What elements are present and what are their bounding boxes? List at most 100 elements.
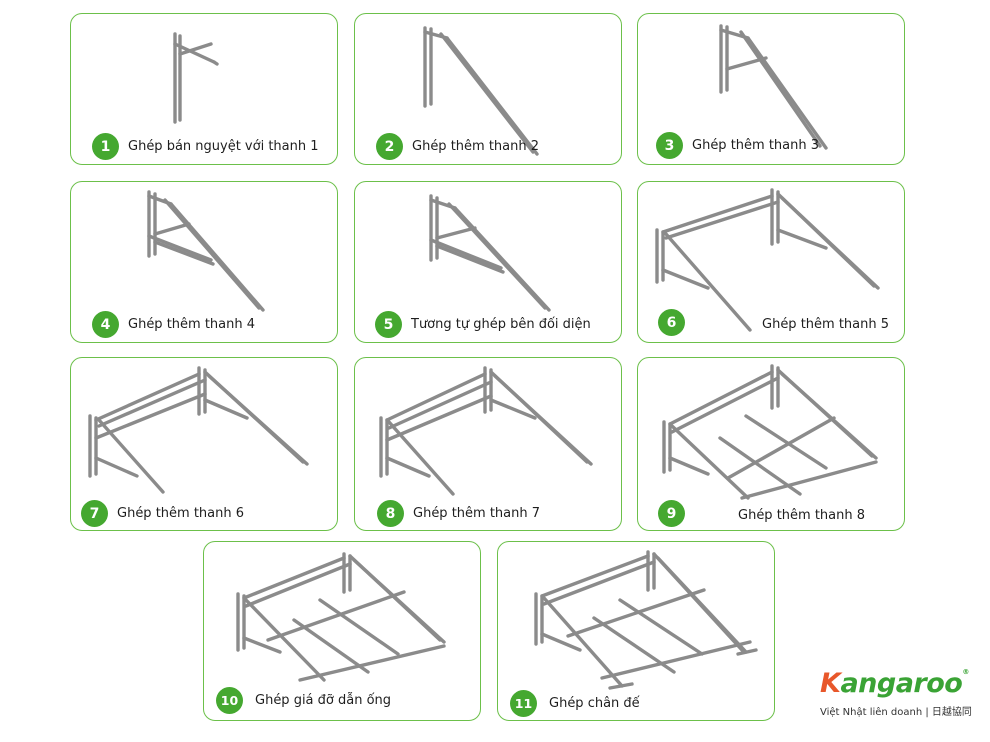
frame-bar [670, 376, 780, 434]
frame-bar [780, 196, 880, 290]
frame-illustration-3 [719, 24, 828, 150]
step-card-1: 1 Ghép bán nguyệt với thanh 1 [70, 13, 338, 165]
step-number-badge: 3 [656, 132, 683, 159]
step-number-badge: 10 [216, 687, 243, 714]
frame-bar [445, 36, 539, 156]
frame-bar [740, 460, 878, 500]
frame-illustration-8 [379, 366, 593, 496]
step-number-badge: 8 [377, 500, 404, 527]
frame-bar [203, 398, 249, 420]
frame-bar [656, 556, 748, 654]
frame-bar [266, 590, 406, 642]
frame-bar [387, 420, 455, 496]
frame-bar [387, 380, 493, 430]
step-card-7: 7 Ghép thêm thanh 6 [70, 357, 338, 531]
step-label-7: 7 Ghép thêm thanh 6 [81, 500, 244, 527]
frame-bar [298, 644, 446, 682]
step-card-3: 3 Ghép thêm thanh 3 [637, 13, 905, 165]
frame-bar [618, 598, 704, 656]
step-number-badge: 5 [375, 311, 402, 338]
frame-bar [540, 632, 582, 652]
frame-bar [435, 226, 477, 240]
step-caption: Ghép thêm thanh 3 [692, 138, 820, 153]
step-caption: Ghép thêm thanh 2 [412, 139, 540, 154]
frame-bar [746, 36, 828, 150]
frame-bar [661, 268, 710, 290]
step-number-badge: 2 [376, 133, 403, 160]
step-badge-6: 6 [658, 309, 685, 336]
step-label-4: 4 Ghép thêm thanh 4 [92, 311, 255, 338]
frame-bar [153, 240, 215, 266]
frame-bar [212, 60, 219, 66]
frame-bar [385, 372, 487, 422]
step-card-11: 11 Ghép chân đế [497, 541, 775, 721]
frame-bar [94, 456, 139, 478]
step-label-2: 2 Ghép thêm thanh 2 [376, 133, 539, 160]
frame-bar [173, 42, 216, 64]
step-card-2: 2 Ghép thêm thanh 2 [354, 13, 622, 165]
frame-bar [608, 682, 634, 690]
frame-illustration-1 [173, 32, 219, 124]
frame-bar [592, 616, 676, 674]
step-caption: Ghép bán nguyệt với thanh 1 [128, 139, 319, 154]
frame-bar [169, 202, 265, 312]
frame-illustration-9 [662, 364, 878, 500]
step-label-11: 11 Ghép chân đế [510, 690, 640, 717]
step-number-badge: 9 [658, 500, 685, 527]
step-card-6: 6 Ghép thêm thanh 5 [637, 181, 905, 343]
step-card-10: 10 Ghép giá đỡ dẫn ống [203, 541, 481, 721]
step-number-badge: 4 [92, 311, 119, 338]
registered-mark: ® [962, 668, 969, 676]
frame-bar [207, 374, 309, 466]
brand-wordmark: Kangaroo® [820, 668, 969, 699]
frame-bar [94, 392, 207, 440]
step-card-8: 8 Ghép thêm thanh 7 [354, 357, 622, 531]
frame-bar [780, 372, 878, 460]
frame-illustration-11 [534, 550, 758, 690]
frame-bar [566, 588, 706, 638]
frame-bar [429, 238, 503, 270]
frame-illustration-10 [236, 552, 446, 682]
step-label-1: 1 Ghép bán nguyệt với thanh 1 [92, 133, 319, 160]
step-label-3: 3 Ghép thêm thanh 3 [656, 132, 819, 159]
step-caption: Ghép thêm thanh 7 [413, 506, 541, 521]
step-caption: Ghép thêm thanh 4 [128, 317, 256, 332]
step-number-badge: 6 [658, 309, 685, 336]
frame-bar [242, 556, 346, 600]
step-caption: Tương tự ghép bên đối diện [411, 317, 591, 332]
frame-bar [292, 618, 370, 674]
frame-illustration-2 [423, 26, 539, 156]
step-number-badge: 11 [510, 690, 537, 717]
step-number-badge: 1 [92, 133, 119, 160]
brand-name-rest: angaroo [840, 668, 963, 699]
frame-bar [178, 42, 213, 56]
step-caption: Ghép thêm thanh 5 [762, 317, 890, 332]
frame-bar [489, 398, 537, 420]
step-caption: Ghép thêm thanh 8 [738, 508, 866, 523]
frame-bar [718, 436, 802, 496]
frame-bar [242, 636, 282, 654]
brand-tagline: Việt Nhật liên doanh | 日越協同 [820, 707, 972, 718]
frame-bar [664, 200, 780, 240]
frame-bar [670, 424, 750, 500]
frame-bar [725, 56, 768, 71]
frame-bar [318, 598, 400, 656]
frame-bar [726, 416, 836, 480]
frame-illustration-7 [88, 366, 309, 494]
frame-bar [244, 562, 352, 608]
step-caption: Ghép giá đỡ dẫn ống [255, 693, 392, 708]
step-caption: Ghép chân đế [549, 696, 640, 711]
frame-bar [453, 206, 551, 312]
step-label-5: 5 Tương tự ghép bên đối diện [375, 311, 591, 338]
step-badge-9: 9 [658, 500, 685, 527]
frame-bar [668, 370, 774, 426]
frame-bar [744, 414, 828, 470]
frame-bar [147, 234, 213, 262]
frame-bar [661, 194, 774, 234]
frame-bar [439, 32, 535, 154]
brand-initial: K [820, 668, 841, 699]
step-number-badge: 7 [81, 500, 108, 527]
frame-bar [668, 456, 710, 476]
step-caption: Ghép thêm thanh 6 [117, 506, 245, 521]
frame-bar [542, 596, 624, 688]
